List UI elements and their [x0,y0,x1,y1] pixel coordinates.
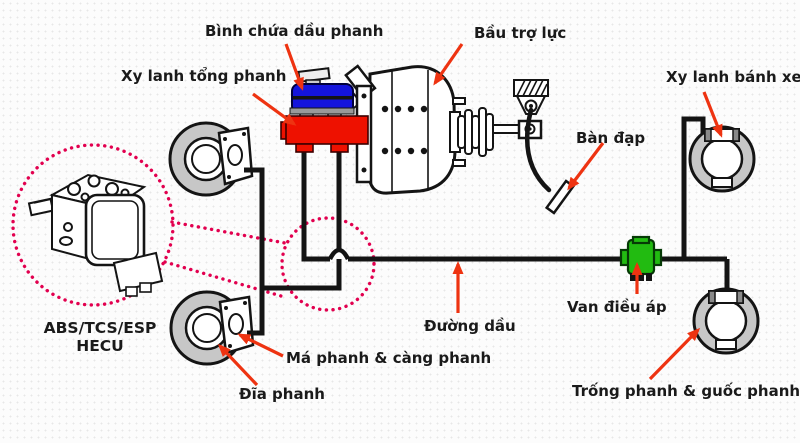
arrow-to-caliper [237,333,284,358]
label-brake-fluid-reservoir: Bình chứa dầu phanh [205,22,384,40]
front-disc-brake-bottom [169,290,255,366]
label-wheel-cylinder: Xy lanh bánh xe [666,68,800,86]
arrow-to-booster [433,43,464,86]
brake-pipe-network [244,116,730,336]
abs-hecu-drawing [27,173,164,297]
fluid-reservoir-drawing [289,67,355,115]
label-drum-and-shoes: Trống phanh & guốc phanh [572,382,800,400]
arrow-to-pedal [567,142,605,191]
arrow-to-wheel-cylinder [702,91,723,138]
master-cylinder-drawing [280,109,369,153]
pointer-arrows [217,43,723,387]
label-brake-disc: Đĩa phanh [239,385,325,403]
magnifier-dashed-circle-large [11,143,175,307]
label-brake-pedal: Bàn đạp [576,129,646,147]
magnifier-dashed-circle-small [280,216,376,312]
arrow-to-master-cylinder [252,92,297,126]
brake-pedal-drawing [513,79,576,215]
magnifier-link-lines [163,220,287,298]
arrow-to-disc [217,343,259,387]
brake-booster-drawing [340,64,543,195]
label-pads-and-caliper: Má phanh & càng phanh [286,349,492,367]
label-brake-booster: Bầu trợ lực [474,24,567,42]
proportioning-valve-drawing [619,235,663,281]
label-abs-hecu-line2: HECU [76,336,124,355]
arrow-to-reservoir [284,43,304,91]
label-abs-hecu: ABS/TCS/ESP HECU [35,319,165,356]
arrow-to-drum [648,327,701,381]
label-master-cylinder: Xy lanh tổng phanh [121,67,287,85]
rear-drum-brake-top [688,125,756,193]
label-proportioning-valve: Van điều áp [567,298,667,316]
label-abs-hecu-line1: ABS/TCS/ESP [43,319,157,337]
label-oil-line: Đường dầu [424,317,516,335]
front-disc-brake-top [168,121,254,197]
rear-drum-brake-bottom [692,287,760,355]
